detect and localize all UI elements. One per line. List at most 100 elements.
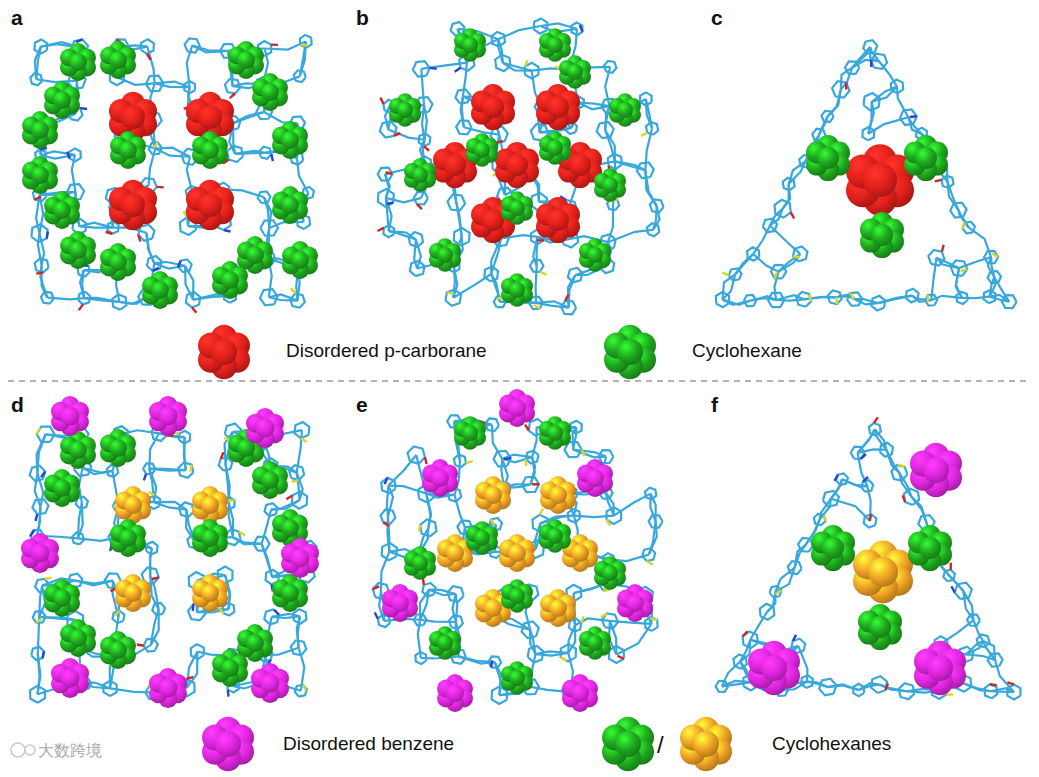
linker-bond [956, 268, 962, 298]
heteroatom-bond [301, 438, 307, 442]
linker-bond [117, 77, 155, 85]
legend-sphere [602, 717, 654, 772]
linker-bond [994, 277, 1009, 301]
heteroatom-bond [192, 307, 196, 312]
linker-bond [503, 63, 532, 71]
linker-bond [185, 266, 193, 300]
linker-bond [983, 641, 995, 660]
heteroatom-bond [36, 272, 43, 273]
panel-letter: b [356, 6, 369, 29]
heteroatom-bond [466, 461, 473, 463]
cyclohexane-sphere [475, 476, 511, 514]
linker-bond [272, 614, 300, 617]
linker-bond [962, 297, 990, 299]
linker-bond [536, 301, 569, 307]
cyclohexane-sphere [559, 55, 591, 89]
benzene-sphere [149, 396, 187, 436]
linker-bond [455, 495, 465, 527]
cyclohexane-sphere [192, 131, 228, 169]
linker-bond [83, 468, 113, 473]
linker-bond [886, 450, 899, 473]
heteroatom-bond [76, 39, 82, 42]
heteroatom-bond [386, 172, 393, 174]
heteroatom-bond [618, 656, 624, 659]
linker-bond [492, 425, 502, 459]
linker-bond [908, 117, 921, 134]
linker-bond [859, 685, 879, 690]
heteroatom-bond [45, 578, 52, 579]
heteroatom-bond [67, 152, 69, 159]
linker-bond [868, 102, 871, 134]
benzene-sphere [422, 459, 458, 497]
linker-bond [533, 237, 537, 266]
heteroatom-bond [271, 154, 273, 161]
linker-bond [456, 203, 461, 237]
heteroatom-bond [230, 94, 235, 99]
linker-bond [297, 430, 302, 473]
heteroatom-bond [961, 269, 968, 271]
cyclohexane-sphere [466, 133, 498, 167]
cyclohexane-sphere [404, 546, 436, 580]
linker-bond [150, 576, 158, 609]
heteroatom-bond [224, 230, 231, 231]
linker-bond [429, 590, 456, 596]
linker-bond [155, 82, 190, 88]
heteroatom-bond [37, 428, 40, 434]
cyclohexane-sphere [539, 131, 571, 165]
framework-panel [30, 422, 317, 703]
cyclohexane-sphere [110, 519, 146, 557]
heteroatom-bond [793, 255, 800, 258]
linker-bond [389, 231, 416, 239]
cyclohexane-sphere [539, 519, 571, 553]
heteroatom-bond [775, 590, 781, 594]
linker-bond [229, 503, 233, 537]
linker-bond [233, 112, 264, 123]
linker-bond [605, 106, 609, 130]
linker-bond [931, 258, 936, 300]
heteroatom-bond [963, 222, 965, 229]
linker-bond [150, 548, 152, 576]
linker-bond [121, 430, 159, 434]
linker-bond [735, 254, 753, 275]
linker-bond [878, 296, 912, 304]
benzene-sphere [281, 538, 319, 578]
heteroatom-bond [886, 683, 888, 690]
linker-bond [388, 517, 389, 552]
heteroatom-bond [525, 425, 529, 431]
cyclohexane-sphere [501, 273, 533, 307]
guest-molecules [21, 28, 966, 712]
cyclohexane-sphere [539, 416, 571, 450]
linker-bond [779, 254, 801, 272]
linker-bond [461, 96, 464, 127]
linker-bond [491, 238, 501, 274]
linker-bond [575, 618, 610, 625]
heteroatom-bond [793, 635, 796, 641]
heteroatom-bond [650, 618, 657, 620]
linker-bond [995, 660, 1014, 692]
linker-bond [899, 473, 911, 497]
legend-sphere [202, 717, 254, 772]
linker-bond [795, 545, 806, 568]
linker-bond [262, 510, 271, 544]
cyclohexane-sphere [454, 28, 486, 62]
linker-bond [646, 99, 652, 128]
linker-bond [991, 257, 994, 277]
cyclohexane-sphere [540, 589, 576, 627]
linker-bond [858, 429, 875, 453]
linker-bond [615, 161, 645, 170]
linker-bond [974, 620, 984, 641]
linker-bond [146, 233, 154, 264]
legend-sphere [604, 325, 656, 380]
linker-bond [498, 39, 503, 63]
linker-bond [536, 303, 569, 308]
linker-bond [187, 157, 193, 193]
linker-bond [767, 592, 775, 612]
linker-bond [723, 274, 736, 299]
linker-bond [775, 568, 794, 592]
linker-bond [456, 203, 461, 237]
heteroatom-bond [30, 530, 34, 536]
linker-bond [458, 656, 494, 662]
cyclohexane-sphere [100, 631, 136, 669]
heteroatom-bond [430, 67, 437, 70]
linker-bond [855, 299, 879, 303]
